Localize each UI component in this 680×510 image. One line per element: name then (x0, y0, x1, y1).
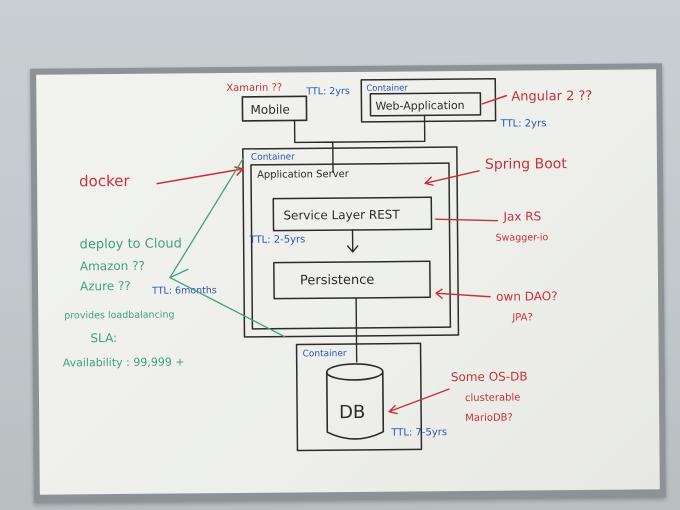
swagger-label: Swagger-io (496, 232, 549, 243)
web-application-label: Web-Application (375, 99, 464, 113)
some-os-db-label: Some OS-DB (451, 369, 528, 384)
jax-rs-label: Jax RS (502, 209, 541, 223)
web-ttl: TTL: 2yrs (500, 118, 547, 129)
web-container-label: Container (366, 83, 408, 93)
own-dao-label: own DAO? (496, 289, 558, 304)
application-server-box (250, 162, 452, 330)
mobile-label: Mobile (250, 103, 289, 117)
docker-arrow (156, 166, 244, 185)
db-container-box (295, 342, 423, 452)
app-ttl: TTL: 2-5yrs (249, 234, 306, 245)
whiteboard-frame: Xamarin ?? Mobile TTL: 2yrs Container We… (30, 63, 666, 503)
angular-label: Angular 2 ?? (511, 89, 592, 105)
persistence-to-db-connector (355, 297, 358, 363)
provides-lb-label: provides loadbalancing (64, 310, 174, 322)
spring-boot-label: Spring Boot (485, 156, 568, 173)
jax-rs-arrow (434, 218, 499, 222)
persistence-box (273, 260, 431, 300)
db-label: DB (339, 402, 365, 423)
app-container-box (242, 146, 460, 338)
docker-label: docker (79, 172, 130, 190)
app-container-label: Container (251, 152, 295, 162)
whiteboard-surface: Xamarin ?? Mobile TTL: 2yrs Container We… (36, 69, 660, 495)
sla-label: SLA: (90, 331, 117, 345)
persistence-label: Persistence (300, 273, 374, 289)
architecture-sketch: Xamarin ?? Mobile TTL: 2yrs Container We… (63, 77, 592, 452)
angular-arrow (481, 94, 508, 105)
amazon-label: Amazon ?? (80, 259, 145, 274)
web-connector (332, 114, 426, 143)
deploy-cloud-label: deploy to Cloud (80, 236, 182, 252)
mariadb-label: MarioDB? (465, 413, 513, 424)
db-cylinder-body (325, 370, 385, 440)
db-container-label: Container (303, 349, 347, 359)
cloud-ttl: TTL: 6months (151, 285, 217, 297)
web-application-box (369, 92, 482, 117)
service-layer-label: Service Layer REST (283, 208, 400, 223)
availability-label: Availability : 99,999 + (63, 355, 185, 369)
spring-boot-arrow (424, 170, 480, 186)
service-to-persistence-arrow (346, 229, 359, 253)
azure-label: Azure ?? (80, 279, 131, 293)
clusterable-label: clusterable (465, 392, 521, 403)
jpa-label: JPA? (511, 312, 533, 323)
xamarin-label: Xamarin ?? (226, 83, 282, 94)
own-dao-arrow (435, 288, 491, 299)
db-ttl: TTL: 7-5yrs (390, 427, 447, 438)
application-server-label: Application Server (257, 169, 350, 181)
mobile-connector (293, 119, 334, 173)
mobile-ttl: TTL: 2yrs (305, 86, 350, 97)
db-note-arrow (388, 388, 450, 415)
db-cylinder-top (325, 363, 384, 381)
mobile-box (241, 95, 308, 122)
cloud-bracket-lines (169, 158, 286, 338)
